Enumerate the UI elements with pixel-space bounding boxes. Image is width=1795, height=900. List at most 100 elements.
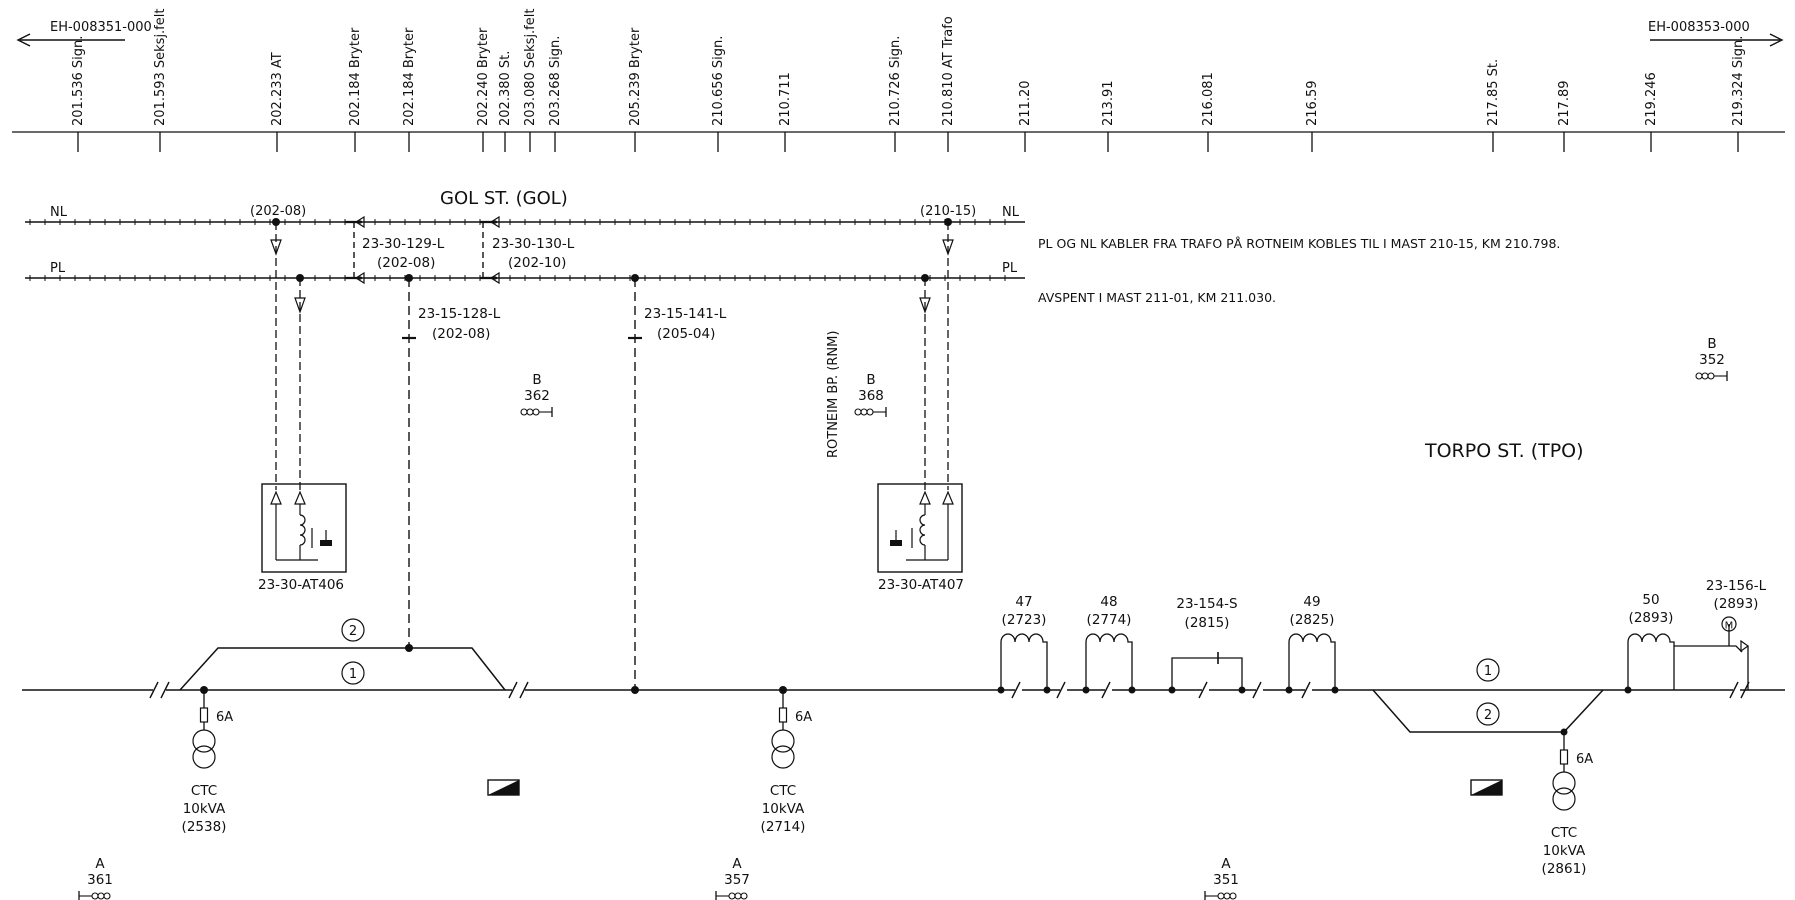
- at406-transformer: [261, 483, 347, 573]
- nl-label-left: NL: [50, 205, 68, 220]
- signal-letter: A: [1221, 856, 1231, 872]
- pl-label-left: PL: [50, 261, 66, 276]
- svg-text:48: 48: [1100, 594, 1117, 610]
- km-label: 217.89: [1557, 81, 1572, 127]
- station-rotneim: ROTNEIM BP. (RNM): [826, 331, 841, 458]
- track-circle-torpo-2: 2: [1476, 702, 1500, 726]
- transformer-line-2: 10kVA: [183, 801, 226, 817]
- signal-letter: B: [1707, 336, 1716, 352]
- svg-text:(2893): (2893): [1714, 596, 1759, 612]
- km-label: 213.91: [1101, 81, 1116, 127]
- motor-switch-156: M: [1674, 616, 1750, 690]
- km-label: 201.536 Sign.: [71, 36, 86, 126]
- switch-129-id: 23-30-129-L: [362, 236, 445, 252]
- km-label: 210.810 AT Trafo: [941, 16, 956, 126]
- signal-number: 352: [1699, 352, 1725, 368]
- km-label: 202.233 AT: [270, 52, 285, 126]
- svg-text:(2825): (2825): [1290, 612, 1335, 628]
- svg-text:47: 47: [1015, 594, 1032, 610]
- track-circle-torpo-1: 1: [1476, 658, 1500, 682]
- km-label: 205.239 Bryter: [628, 27, 643, 126]
- transformer-line-3: (2714): [761, 819, 806, 835]
- km-label: 219.246: [1644, 72, 1659, 126]
- coil-50: [1627, 633, 1675, 690]
- station-gol: GOL ST. (GOL): [440, 188, 568, 209]
- transformer-line-3: (2861): [1542, 861, 1587, 877]
- km-label: 201.593 Seksj.felt: [153, 9, 168, 126]
- track-2-gol: [179, 647, 506, 691]
- km-label: 210.656 Sign.: [711, 36, 726, 126]
- ref-left: EH-008351-000: [16, 20, 152, 47]
- transformer-line-1: CTC: [1551, 825, 1577, 841]
- svg-text:(2815): (2815): [1185, 615, 1230, 631]
- svg-text:23-154-S: 23-154-S: [1176, 596, 1237, 612]
- transformer-line-1: CTC: [770, 783, 796, 799]
- coil-49: [1288, 633, 1336, 690]
- km-label: 202.380 St.: [498, 51, 513, 126]
- svg-text:(2723): (2723): [1002, 612, 1047, 628]
- fuse-label: 6A: [216, 710, 233, 725]
- mast-label-202-08: (202-08): [250, 204, 306, 219]
- note-cables: PL OG NL KABLER FRA TRAFO PÅ ROTNEIM KOB…: [1038, 236, 1560, 251]
- switch-128-id: 23-15-128-L: [418, 306, 501, 322]
- ref-left-label: EH-008351-000: [50, 20, 152, 35]
- signal-number: 351: [1213, 872, 1239, 888]
- track-2-torpo: [1372, 689, 1604, 733]
- svg-text:(2774): (2774): [1087, 612, 1132, 628]
- km-label: 202.184 Bryter: [402, 27, 417, 126]
- signal-number: 357: [724, 872, 750, 888]
- at407-transformer: [877, 483, 963, 573]
- track-circle-gol-2: 2: [341, 618, 365, 642]
- svg-text:1: 1: [349, 667, 357, 682]
- signal-letter: A: [95, 856, 105, 872]
- motor-icon: M: [1725, 621, 1734, 632]
- line-tick-marks: [29, 219, 1006, 281]
- svg-text:2: 2: [1484, 708, 1492, 723]
- switch-23-154-s: [1171, 652, 1243, 690]
- svg-text:23-156-L: 23-156-L: [1706, 578, 1767, 594]
- signal-number: 362: [524, 388, 550, 404]
- km-label: 202.184 Bryter: [348, 27, 363, 126]
- transformer-line-2: 10kVA: [1543, 843, 1586, 859]
- ref-right: EH-008353-000: [1648, 20, 1784, 47]
- km-ticks: 201.536 Sign. 201.593 Seksj.felt 202.233 A…: [71, 9, 1746, 152]
- svg-text:2: 2: [349, 624, 357, 639]
- switch-141-id: 23-15-141-L: [644, 306, 727, 322]
- junction-dots: [200, 218, 1632, 736]
- km-label: 203.268 Sign.: [548, 36, 563, 126]
- svg-text:50: 50: [1642, 592, 1659, 608]
- km-label: 216.081: [1201, 72, 1216, 126]
- fuse-label: 6A: [1576, 752, 1593, 767]
- signal-number: 368: [858, 388, 884, 404]
- signal-letter: B: [532, 372, 541, 388]
- svg-text:1: 1: [1484, 664, 1492, 679]
- signal-letter: A: [732, 856, 742, 872]
- km-label: 219.324 Sign.: [1731, 36, 1746, 126]
- station-torpo: TORPO ST. (TPO): [1424, 440, 1584, 462]
- switch-130-mast: (202-10): [508, 255, 566, 271]
- transformer-line-2: 10kVA: [762, 801, 805, 817]
- km-label: 216.59: [1305, 81, 1320, 127]
- ctc-transformers: 6ACTC10kVA(2538)6ACTC10kVA(2714)6ACTC10k…: [182, 690, 1593, 877]
- km-label: 203.080 Seksj.felt: [523, 9, 538, 126]
- coil-48: [1085, 633, 1133, 690]
- switch-141-mast: (205-04): [657, 326, 715, 342]
- km-label: 211.20: [1018, 81, 1033, 127]
- ref-right-label: EH-008353-000: [1648, 20, 1750, 35]
- block-marker-torpo: [1470, 779, 1503, 796]
- track-circle-gol-1: 1: [341, 661, 365, 685]
- km-label: 210.711: [778, 72, 793, 126]
- ctc-transformer: 6A CTC 10kVA (2861): [1542, 732, 1593, 877]
- transformer-line-1: CTC: [191, 783, 217, 799]
- note-avspent: AVSPENT I MAST 211-01, KM 211.030.: [1038, 290, 1276, 305]
- coil-47: [1000, 633, 1048, 690]
